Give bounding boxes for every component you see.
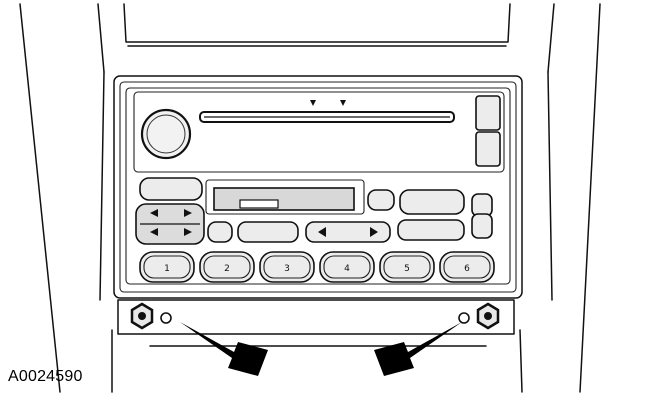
- scan-button: [237, 221, 299, 243]
- seek-arrow-icon: [150, 209, 192, 236]
- preset-label: 1: [164, 264, 170, 274]
- console-outline: [19, 3, 601, 393]
- hex-nut-icon: [458, 302, 500, 330]
- am-fm-button: [397, 219, 465, 241]
- volume-knob: [140, 108, 192, 160]
- side-button-bottom: [471, 213, 493, 239]
- preset-button: 4: [319, 251, 375, 283]
- preset-button: 5: [379, 251, 435, 283]
- preset-button: 6: [439, 251, 495, 283]
- mounting-bracket: [117, 299, 515, 335]
- eject-button: [475, 95, 501, 131]
- small-round-button: [367, 189, 395, 211]
- callout-arrow-icon: [180, 322, 268, 376]
- tape-eject-button: [399, 189, 465, 215]
- preset-button: 2: [199, 251, 255, 283]
- radio-unit: 1 2 3 4 5: [113, 75, 523, 299]
- figure-id-label: A0024590: [8, 368, 83, 385]
- preset-button: 1: [139, 251, 195, 283]
- preset-label: 4: [344, 264, 350, 274]
- callout-arrow-icon: [374, 322, 462, 376]
- cd-panel: [133, 91, 505, 173]
- preset-label: 2: [224, 264, 230, 274]
- hex-nut-icon: [130, 302, 172, 330]
- preset-buttons: 1 2 3 4 5: [139, 251, 495, 283]
- load-button: [475, 131, 501, 167]
- power-button: [139, 177, 203, 201]
- tape-door: [213, 187, 355, 211]
- preset-label: 6: [464, 264, 470, 274]
- side-button-top: [471, 193, 493, 217]
- seek-button: [305, 221, 391, 243]
- preset-button: 3: [259, 251, 315, 283]
- mode-button: [207, 221, 233, 243]
- tape-panel: [205, 179, 365, 215]
- preset-label: 5: [404, 264, 410, 274]
- preset-label: 3: [284, 264, 290, 274]
